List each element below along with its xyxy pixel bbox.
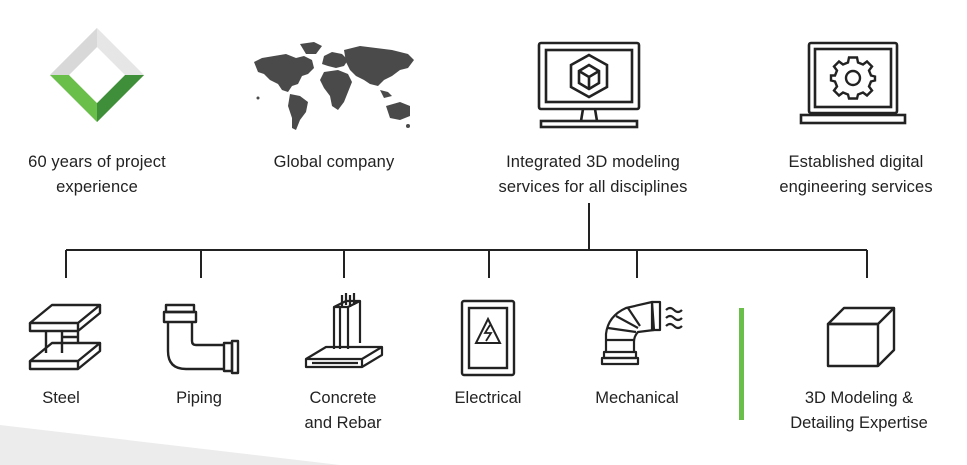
steel-beam-icon (28, 303, 102, 371)
discipline-label: Mechanical (595, 389, 679, 407)
discipline-label: 3D Modeling & (804, 389, 914, 407)
discipline-label: Concrete (309, 389, 377, 407)
concrete-rebar-icon (304, 293, 384, 369)
discipline-concrete-rebar: Concrete and Rebar (288, 386, 398, 436)
laptop-gear-icon (799, 41, 907, 125)
discipline-steel: Steel (16, 386, 106, 411)
world-map-icon (254, 42, 414, 130)
discipline-label: Electrical (454, 389, 522, 407)
feature-text-line: engineering services (779, 178, 933, 196)
feature-text-line: Integrated 3D modeling (506, 153, 680, 171)
discipline-piping: Piping (154, 386, 244, 411)
discipline-label: Detailing Expertise (790, 414, 928, 432)
discipline-electrical: Electrical (436, 386, 540, 411)
discipline-label: Piping (176, 389, 222, 407)
feature-integrated-3d: Integrated 3D modeling services for all … (473, 150, 713, 200)
feature-text-line: Global company (273, 153, 395, 171)
discipline-label: Steel (42, 389, 80, 407)
feature-text-line: 60 years of project (28, 153, 166, 171)
cube-icon (826, 306, 896, 368)
discipline-3d-modeling: 3D Modeling & Detailing Expertise (776, 386, 942, 436)
discipline-label: and Rebar (304, 414, 382, 432)
electrical-panel-icon (460, 299, 516, 377)
pipe-elbow-icon (162, 303, 240, 375)
feature-text-line: Established digital (788, 153, 924, 171)
diamond-logo-icon (50, 28, 144, 122)
accent-divider-bar (739, 308, 744, 420)
discipline-mechanical: Mechanical (580, 386, 694, 411)
feature-project-experience: 60 years of project experience (0, 150, 194, 200)
monitor-3d-cube-icon (537, 41, 641, 129)
duct-icon (600, 300, 683, 366)
feature-text-line: experience (56, 178, 138, 196)
feature-global-company: Global company (234, 150, 434, 175)
feature-digital-engineering: Established digital engineering services (756, 150, 956, 200)
feature-text-line: services for all disciplines (498, 178, 688, 196)
